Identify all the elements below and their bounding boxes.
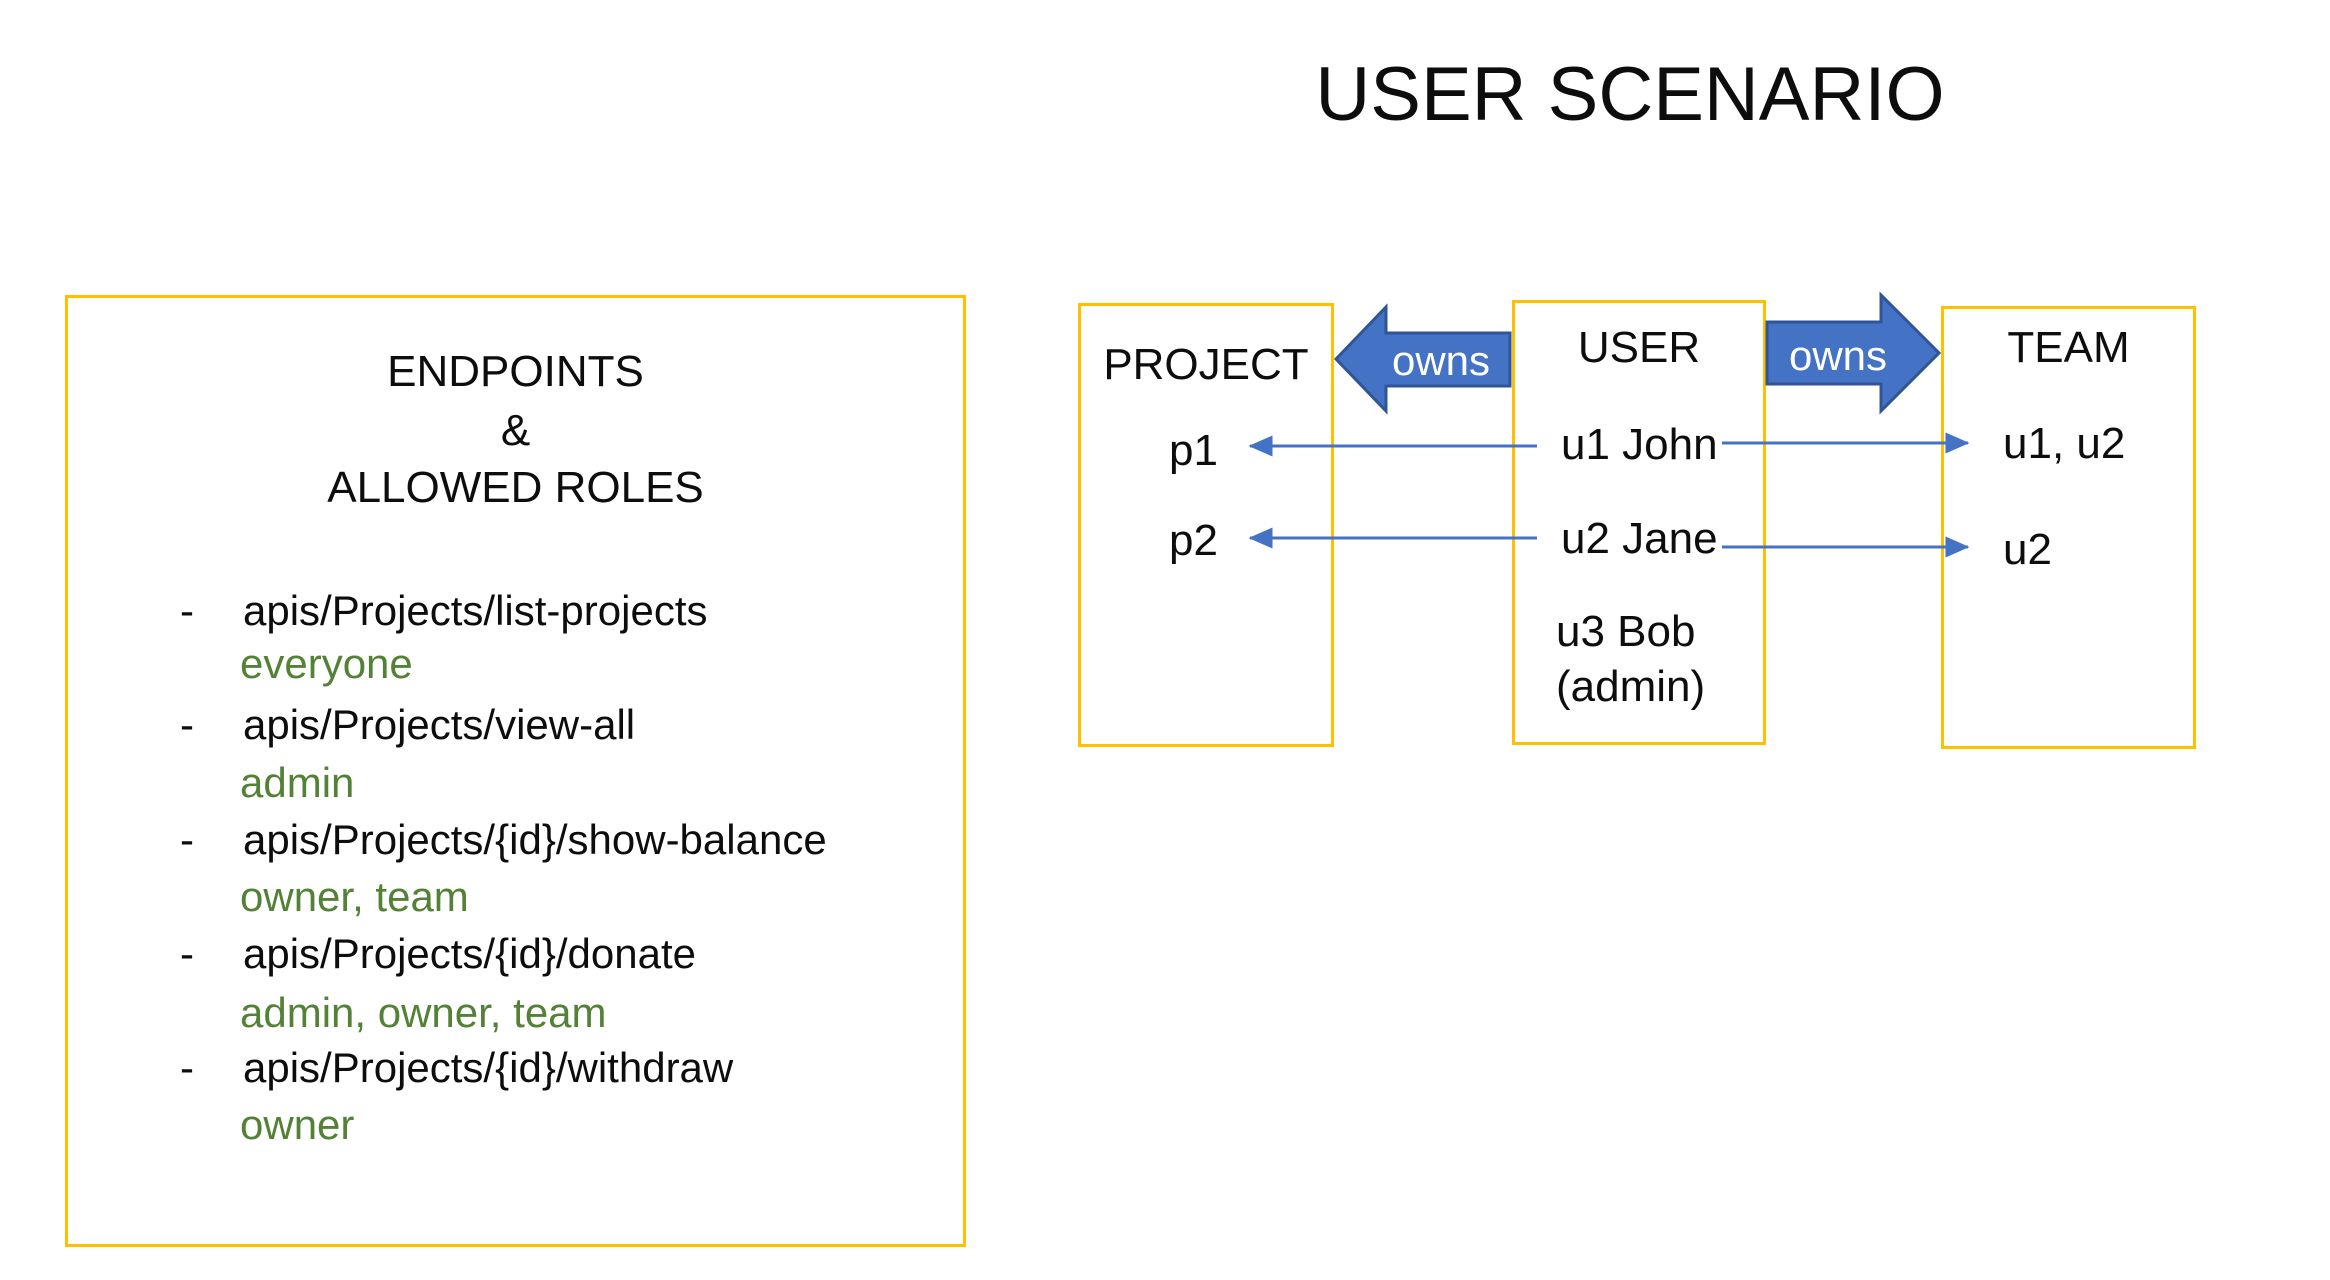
owns-block-arrow-left: [1333, 303, 1512, 415]
endpoint-roles: owner, team: [240, 873, 469, 920]
team-row-1: u1, u2: [2003, 419, 2126, 468]
bullet-dash: -: [180, 930, 194, 977]
owns-label-right: owns: [1788, 332, 1888, 379]
user-row-u3: u3 Bob: [1556, 607, 1696, 656]
team-box: TEAM u1, u2 u2: [1941, 306, 2196, 749]
endpoints-heading-line3: ALLOWED ROLES: [327, 463, 704, 512]
bullet-dash: -: [180, 1044, 194, 1091]
endpoint-roles: admin: [240, 759, 355, 806]
project-row-p1: p1: [1169, 426, 1218, 475]
user-row-u2: u2 Jane: [1561, 514, 1718, 563]
endpoint-path: apis/Projects/{id}/show-balance: [243, 816, 827, 863]
endpoint-path: apis/Projects/list-projects: [243, 587, 708, 634]
project-box: PROJECT p1 p2: [1078, 303, 1334, 747]
team-box-label: TEAM: [2007, 323, 2130, 372]
page-title: USER SCENARIO: [1315, 52, 1945, 137]
bullet-dash: -: [180, 701, 194, 748]
team-row-2: u2: [2003, 525, 2052, 574]
endpoints-heading-line1: ENDPOINTS: [387, 347, 644, 396]
bullet-dash: -: [180, 587, 194, 634]
endpoint-path: apis/Projects/{id}/donate: [243, 930, 696, 977]
endpoint-path: apis/Projects/{id}/withdraw: [243, 1044, 734, 1091]
user-row-u1: u1 John: [1561, 420, 1718, 469]
endpoints-heading-line2: &: [500, 406, 531, 455]
endpoint-path: apis/Projects/view-all: [243, 701, 636, 748]
endpoint-roles: admin, owner, team: [240, 989, 607, 1036]
endpoints-panel: ENDPOINTS & ALLOWED ROLES - apis/Project…: [65, 295, 966, 1247]
endpoint-roles: everyone: [240, 640, 413, 687]
owns-block-arrow-right: [1765, 291, 1942, 415]
user-box: USER u1 John u2 Jane u3 Bob (admin): [1512, 300, 1766, 745]
bullet-dash: -: [180, 816, 194, 863]
project-row-p2: p2: [1169, 516, 1218, 565]
owns-label-left: owns: [1391, 337, 1491, 384]
user-row-u3-role: (admin): [1556, 662, 1706, 711]
endpoint-roles: owner: [240, 1101, 355, 1148]
user-box-label: USER: [1577, 323, 1701, 372]
project-box-label: PROJECT: [1103, 340, 1309, 389]
